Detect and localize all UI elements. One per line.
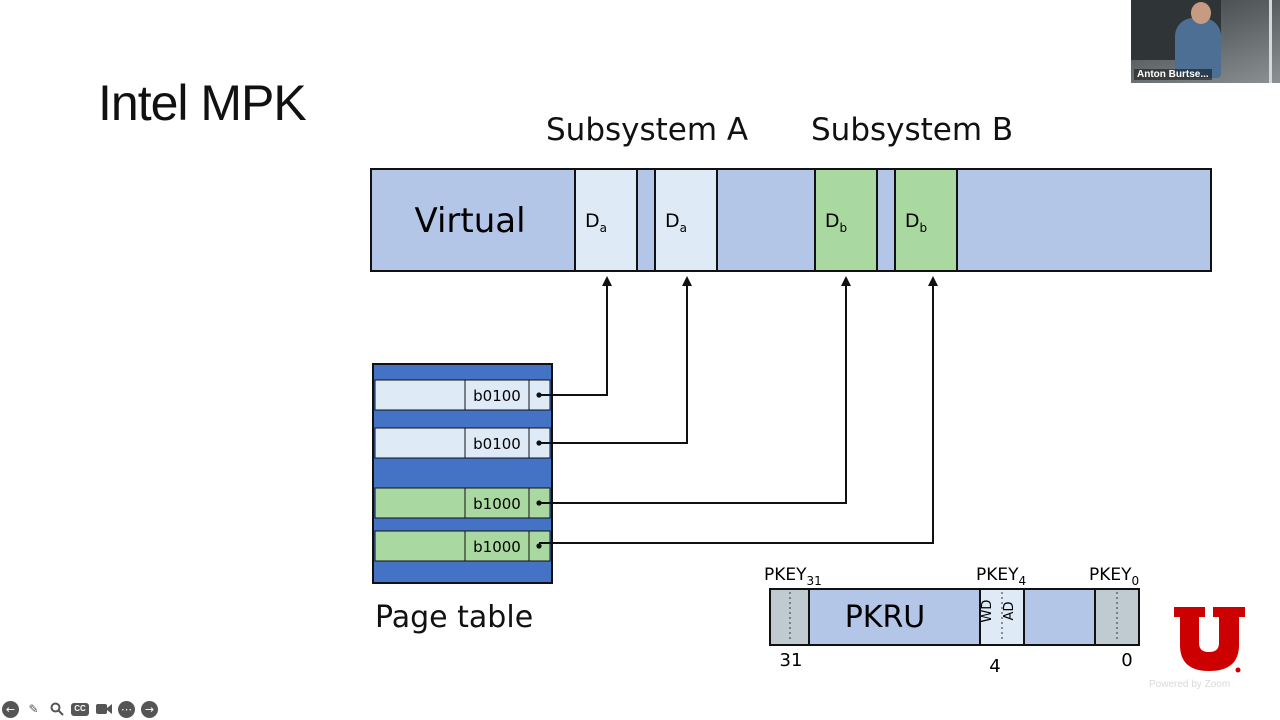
pkru-label: PKRU: [845, 600, 926, 635]
virtual-label: Virtual: [414, 201, 525, 241]
pkey-0-label: PKEY0: [1089, 565, 1139, 588]
domain-b-block-2: [894, 168, 958, 272]
playback-toolbar: ← ✎ CC ⋯ →: [2, 700, 158, 718]
bit-position-4: 4: [989, 656, 1000, 677]
participant-video[interactable]: Anton Burtse...: [1131, 0, 1280, 83]
participant-head: [1191, 2, 1211, 24]
page-table-entry-2: b0100: [374, 427, 551, 459]
ad-bit-label: AD: [1002, 602, 1017, 621]
page-key-2: b0100: [473, 435, 521, 453]
domain-a-label-2: Da: [665, 210, 687, 235]
bit-position-0: 0: [1121, 650, 1132, 671]
wd-bit-label: WD: [980, 600, 995, 623]
page-table: b0100 b0100 b1000 b1000: [372, 363, 553, 584]
pkey-4-label: PKEY4: [976, 565, 1026, 588]
back-icon[interactable]: ←: [2, 700, 19, 718]
zoom-icon[interactable]: [48, 701, 65, 718]
page-table-label: Page table: [375, 600, 534, 635]
page-key-3: b1000: [473, 495, 521, 513]
bit-position-31: 31: [780, 650, 803, 671]
pkey-31-label: PKEY31: [764, 565, 822, 588]
domain-a-block-2: [654, 168, 718, 272]
arrow-entry-1: [539, 276, 612, 396]
participant-name: Anton Burtse...: [1134, 69, 1212, 80]
domain-a-block-1: [574, 168, 638, 272]
captions-icon[interactable]: CC: [71, 702, 89, 716]
arrow-entry-4: [539, 276, 938, 544]
domain-b-block-1: [814, 168, 878, 272]
virtual-memory-bar: Virtual Da Da Db Db: [370, 168, 1212, 272]
page-table-entry-1: b0100: [374, 379, 551, 411]
page-key-4: b1000: [473, 538, 521, 556]
pen-icon[interactable]: ✎: [28, 702, 39, 716]
subsystem-b-label: Subsystem B: [811, 112, 1014, 148]
powered-by-zoom: Powered by Zoom: [1149, 679, 1231, 690]
more-icon[interactable]: ⋯: [118, 700, 135, 718]
page-table-entry-4: b1000: [374, 530, 551, 562]
arrow-entry-3: [539, 276, 851, 504]
page-table-entry-3: b1000: [374, 487, 551, 519]
camera-icon[interactable]: [95, 701, 112, 718]
page-key-1: b0100: [473, 387, 521, 405]
participant-body: [1175, 18, 1221, 78]
forward-icon[interactable]: →: [141, 700, 158, 718]
domain-a-label-1: Da: [585, 210, 607, 235]
mapping-arrows: [539, 276, 938, 544]
university-logo: [1174, 607, 1245, 673]
arrow-entry-2: [539, 276, 692, 444]
domain-b-label-1: Db: [825, 210, 847, 235]
slide-title: Intel MPK: [98, 75, 307, 131]
pkru-register: PKRU WD AD PKEY31 PKEY4 PKEY0 31 4 0: [764, 565, 1140, 677]
subsystem-a-label: Subsystem A: [546, 112, 749, 148]
domain-b-label-2: Db: [905, 210, 927, 235]
video-frame-edge: [1269, 0, 1272, 83]
